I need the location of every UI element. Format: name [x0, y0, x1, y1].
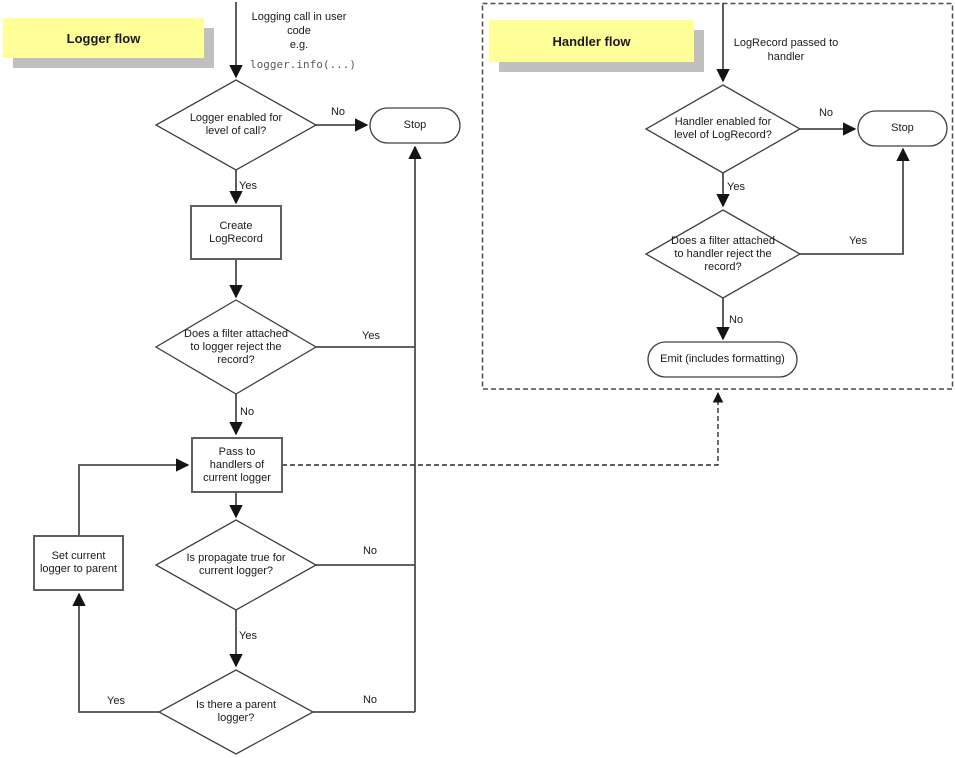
decision-handler-enabled [644, 84, 802, 174]
decision-handler-enabled-label: Handler enabled for level of LogRecord? [674, 116, 772, 141]
label-henabled-no: No [818, 107, 834, 119]
label-propagate-yes: Yes [239, 630, 257, 642]
terminator-emit-label: Emit (includes formatting) [660, 353, 785, 365]
label-enabled-yes: Yes [239, 180, 257, 192]
decision-logger-filter [154, 299, 318, 395]
edge-hfilter-yes-to-stop [800, 147, 910, 255]
process-create-logrecord [190, 205, 282, 260]
process-pass-to-handlers [191, 437, 283, 493]
decision-parent-logger-label: Is there a parent logger? [195, 699, 277, 724]
handler-start-note: LogRecord passed to handler [733, 37, 839, 63]
label-filter-yes: Yes [362, 330, 380, 342]
label-hfilter-no: No [729, 314, 744, 326]
label-filter-no: No [240, 406, 255, 418]
terminator-handler-stop-label: Stop [891, 122, 914, 134]
decision-propagate [154, 519, 318, 611]
terminator-handler-stop [857, 110, 948, 147]
label-parent-yes: Yes [107, 695, 125, 707]
handler-flow-container [481, 2, 954, 390]
label-henabled-yes: Yes [727, 181, 745, 193]
logger-flow-title: Logger flow [3, 18, 204, 58]
terminator-emit [647, 341, 798, 378]
terminator-logger-stop-label: Stop [403, 119, 427, 131]
edge-pass-to-handler-flow [282, 391, 724, 466]
process-set-current-logger-label: Set current logger to parent [39, 550, 118, 575]
decision-logger-enabled [154, 79, 318, 171]
label-parent-no: No [362, 694, 378, 706]
decision-handler-filter-label: Does a filter attached to handler reject… [671, 234, 775, 273]
label-propagate-no: No [362, 545, 378, 557]
decision-logger-enabled-label: Logger enabled for level of call? [189, 112, 283, 137]
label-hfilter-yes: Yes [849, 235, 867, 247]
decision-parent-logger [157, 669, 315, 755]
process-set-current-logger [33, 535, 124, 591]
decision-propagate-label: Is propagate true for current logger? [186, 552, 286, 577]
edge-set-to-pass [78, 458, 190, 536]
handler-flow-title: Handler flow [489, 20, 694, 62]
logger-start-code: logger.info(...) [250, 58, 356, 71]
logger-start-note: Logging call in user code e.g. [251, 11, 347, 51]
decision-logger-filter-label: Does a filter attached to logger reject … [184, 327, 288, 366]
label-enabled-no: No [330, 106, 346, 118]
terminator-logger-stop [369, 107, 461, 144]
edge-parent-yes-to-set [72, 592, 159, 713]
process-create-logrecord-label: Create LogRecord [209, 219, 263, 245]
process-pass-to-handlers-label: Pass to handlers of current logger [203, 445, 271, 484]
decision-handler-filter [644, 209, 802, 299]
